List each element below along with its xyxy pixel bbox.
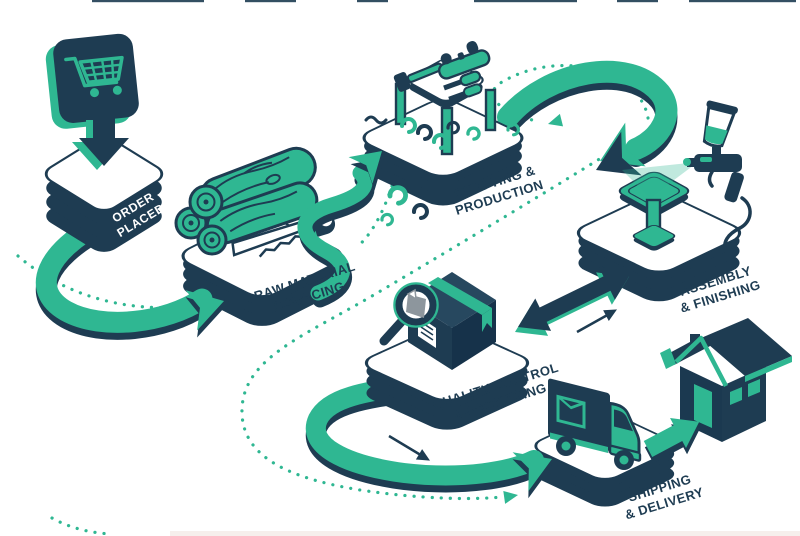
spray-mist: [622, 162, 698, 198]
house-window: [748, 379, 760, 397]
arrow-assembly-qc-double: [515, 267, 633, 336]
box-tape-fold: [482, 308, 492, 332]
spray-gun-hose: [723, 196, 752, 254]
spray-gun-icon: [683, 100, 752, 254]
arrow-crafting-to-assembly: [497, 60, 678, 192]
bench-leg: [440, 106, 454, 156]
arrow-sourcing-to-crafting: [297, 137, 396, 308]
chisel-icon: [448, 83, 483, 102]
house-window: [730, 387, 742, 405]
house-gable-trim: [674, 335, 728, 388]
chisel-icon: [443, 70, 482, 91]
hammer-icon: [393, 62, 444, 92]
truck-wheel: [614, 450, 634, 470]
house-roof-cap: [660, 348, 676, 369]
arrow-shipping-to-home: [643, 418, 701, 464]
delivery-truck-icon: [548, 378, 642, 470]
arrow-qc-to-shipping: [306, 373, 560, 499]
sign-arrow: [79, 116, 129, 166]
house-roof-edge: [745, 356, 792, 382]
dotted-bottom-left: [50, 516, 114, 536]
truck-wheel: [556, 436, 576, 456]
hand-plane-icon: [437, 41, 491, 80]
log-end: [188, 184, 224, 220]
lens-paper: [406, 294, 426, 318]
house-roof: [701, 318, 792, 376]
magnifier-icon: [379, 282, 439, 346]
magnifier-box-icon: [379, 272, 496, 370]
top-edge-marks: [92, 0, 796, 3]
shopping-cart-sign-icon: [45, 33, 139, 170]
bench-leg: [484, 88, 497, 132]
house-side-wall: [722, 366, 766, 442]
bottom-edge-strip: [170, 531, 800, 536]
box-tape: [428, 277, 492, 315]
arrow-order-to-sourcing: [35, 212, 230, 340]
spray-gun-table-icon: [614, 100, 752, 254]
house-door: [694, 384, 712, 428]
truck-window: [614, 409, 633, 432]
workbench-tools-icon: [364, 41, 520, 227]
log-end: [196, 224, 228, 256]
cart-icon: [64, 55, 124, 88]
wood-shaving-squiggle: [364, 115, 388, 125]
thin-arrows: [388, 309, 618, 461]
